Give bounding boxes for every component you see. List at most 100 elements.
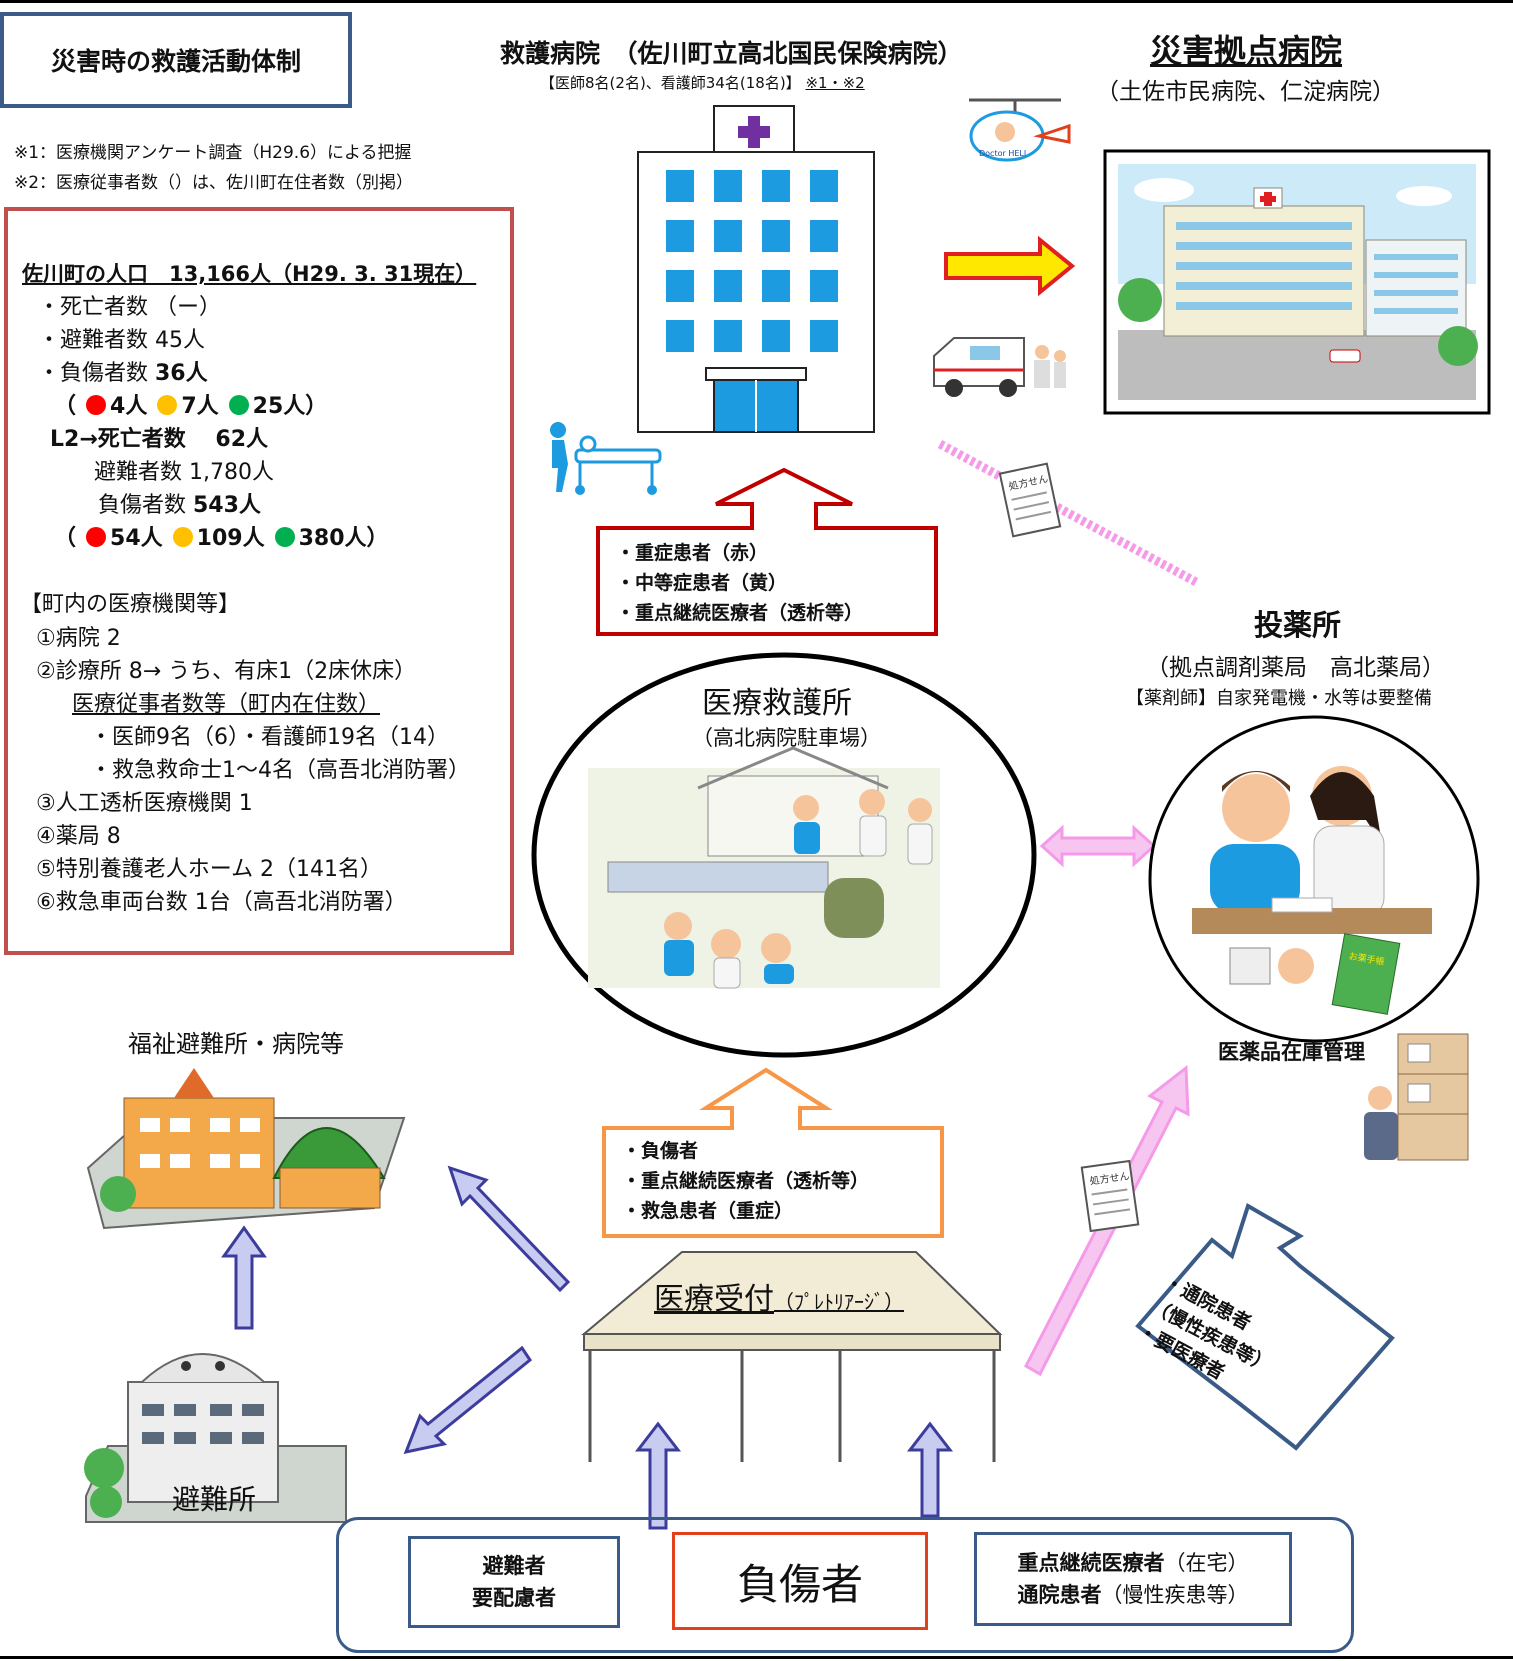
orange-box-item: ・重点継続医療者（透析等） xyxy=(622,1170,870,1192)
helicopter-icon: Doctor HELI xyxy=(969,98,1071,162)
paren-open: （ xyxy=(54,526,77,551)
injured-value: 36人 xyxy=(155,361,208,386)
injured-line: ・負傷者数 36人 xyxy=(38,355,208,387)
prescription-icon: 処方せん xyxy=(998,462,1062,538)
note-2: ※2：医療従事者数（）は、佐川町在住者数（別掲） xyxy=(14,173,414,193)
aid-station-subtitle: （高北病院駐車場） xyxy=(692,726,881,750)
facilities-heading: 【町内の医療機関等】 xyxy=(20,592,241,617)
stretcher-icon xyxy=(550,422,662,495)
yellow-count: 109人 xyxy=(196,526,265,551)
shelter-label: 避難所 xyxy=(172,1483,257,1516)
yellow-count: 7人 xyxy=(181,394,219,419)
care-needed-label: 要配慮者 xyxy=(472,1586,556,1610)
orange-box-item: ・負傷者 xyxy=(622,1140,699,1162)
green-dot-icon xyxy=(274,527,295,547)
red-dot-icon xyxy=(86,527,107,547)
facility-item: ①病院 2 xyxy=(36,626,121,651)
aid-station-ellipse xyxy=(531,652,1037,1058)
evacuees-label: 避難者 xyxy=(482,1554,546,1578)
deaths-line: ・死亡者数 （ー） xyxy=(38,295,221,320)
red-box-item: ・中等症患者（黄） xyxy=(616,572,788,594)
bottom-group xyxy=(336,1517,1354,1653)
l2-evacuees: 避難者数 1,780人 xyxy=(94,460,274,485)
page-title-text: 災害時の救護活動体制 xyxy=(50,47,301,76)
injured-breakdown: （ 4人 7人 25人） xyxy=(54,388,327,420)
l2-breakdown: （ 54人 109人 380人） xyxy=(54,520,389,552)
top-border xyxy=(0,0,1513,3)
ambulance-icon xyxy=(933,337,1066,397)
disaster-hospital-image xyxy=(1103,149,1491,415)
disaster-hospital-title: 災害拠点病院 xyxy=(1150,32,1343,70)
green-count: 25人 xyxy=(252,394,306,419)
red-box-item: ・重症患者（赤） xyxy=(616,542,769,564)
paren-open: （ xyxy=(54,394,77,419)
hospital-building-icon xyxy=(637,105,875,433)
heli-label: Doctor HELI xyxy=(979,149,1026,158)
pharmacy-title: 投薬所 xyxy=(1254,608,1342,642)
pharmacy-ellipse: お薬手帳 xyxy=(1148,715,1480,1043)
disaster-hospital-subtitle: （土佐市民病院、仁淀病院） xyxy=(1096,79,1395,105)
population-heading: 佐川町の人口 13,166人（H29. 3. 31現在） xyxy=(22,262,477,286)
welfare-building-icon xyxy=(86,1068,406,1230)
continuing-care-plain: （在宅） xyxy=(1164,1551,1249,1575)
facility-item: ④薬局 8 xyxy=(36,824,121,849)
facility-item: ・救急救命士1～4名（高吾北消防署） xyxy=(90,758,470,783)
orange-arrow-box xyxy=(602,1067,944,1238)
evacuees-box: 避難者 要配慮者 xyxy=(408,1536,620,1628)
bottom-up-arrow-2 xyxy=(906,1421,954,1518)
red-box-list: ・重症患者（赤） ・中等症患者（黄） ・重点継続医療者（透析等） xyxy=(616,538,863,628)
bottom-border xyxy=(0,1656,1513,1659)
facility-item: ②診療所 8→ うち、有床1（2床休床） xyxy=(36,659,417,684)
l2-deaths: L2→死亡者数 62人 xyxy=(50,421,268,453)
yellow-dot-icon xyxy=(157,395,178,415)
continuing-care-line: 重点継続医療者（在宅） xyxy=(1018,1547,1249,1579)
rescue-hospital-staff: 【医師8名(2名)、看護師34名(18名)】 ※1・※2 xyxy=(540,72,865,93)
red-count: 4人 xyxy=(110,394,148,419)
shelter-to-welfare-arrow xyxy=(221,1225,267,1330)
bottom-up-arrow-1 xyxy=(634,1421,682,1530)
triage-sub: （ﾌﾟﾚﾄﾘｱｰｼﾞ） xyxy=(774,1290,904,1314)
pharmacy-note: 【薬剤師】自家発電機・水等は要整備 xyxy=(1126,688,1432,709)
population-box xyxy=(4,207,514,955)
red-count: 54人 xyxy=(110,526,163,551)
l2-injured-label: 負傷者数 xyxy=(98,493,193,518)
l2-injured-value: 543人 xyxy=(193,493,261,518)
outpatient-bold: 通院患者 xyxy=(1017,1583,1102,1607)
page-title: 災害時の救護活動体制 xyxy=(0,12,352,108)
paren-close: ） xyxy=(305,394,328,419)
note-1: ※1：医療機関アンケート調査（H29.6）による把握 xyxy=(14,143,412,163)
facility-item: ・医師9名（6）・看護師19名（14） xyxy=(90,725,449,750)
continuing-care-box: 重点継続医療者（在宅） 通院患者（慢性疾患等） xyxy=(974,1532,1292,1626)
staff-text: 【医師8名(2名)、看護師34名(18名)】 xyxy=(540,74,801,92)
red-box-item: ・重点継続医療者（透析等） xyxy=(616,602,864,624)
paren-close: ） xyxy=(366,526,389,551)
navy-arrow-box xyxy=(1135,1203,1395,1451)
aid-station-title: 医療救護所 xyxy=(702,686,852,721)
facility-item: ③人工透析医療機関 1 xyxy=(36,791,253,816)
facility-item: ⑤特別養護老人ホーム 2（141名） xyxy=(36,857,383,882)
injured-label: 負傷者 xyxy=(736,1559,863,1609)
injured-box: 負傷者 xyxy=(672,1532,928,1630)
orange-box-item: ・救急患者（重症） xyxy=(622,1200,794,1222)
facility-staff-heading: 医療従事者数等（町内在住数） xyxy=(72,692,381,717)
orange-box-list: ・負傷者 ・重点継続医療者（透析等） ・救急患者（重症） xyxy=(622,1136,869,1226)
evacuees-line: ・避難者数 45人 xyxy=(38,328,205,353)
yellow-dot-icon xyxy=(172,527,193,547)
l2-injured: 負傷者数 543人 xyxy=(98,487,261,519)
rescue-hospital-title: 救護病院 （佐川町立高北国民保険病院） xyxy=(500,39,963,68)
refs-text: ※1・※2 xyxy=(805,74,865,92)
continuing-care-bold: 重点継続医療者 xyxy=(1017,1551,1165,1575)
l2-deaths-text: L2→死亡者数 62人 xyxy=(50,427,269,452)
stock-boxes-icon xyxy=(1364,1033,1469,1161)
facility-item: ⑥救急車両台数 1台（高吾北消防署） xyxy=(36,890,407,915)
triage-to-shelter-arrow xyxy=(403,1345,533,1455)
outpatient-line: 通院患者（慢性疾患等） xyxy=(1018,1579,1249,1611)
welfare-title: 福祉避難所・病院等 xyxy=(128,1030,344,1058)
notes: ※1：医療機関アンケート調査（H29.6）による把握 ※2：医療従事者数（）は、… xyxy=(14,138,413,198)
shelter-building-icon xyxy=(84,1353,347,1523)
red-arrow-box xyxy=(596,467,938,636)
pink-dotted-line xyxy=(937,440,1199,586)
prescription-icon: 処方せん xyxy=(1080,1159,1140,1233)
green-count: 380人 xyxy=(298,526,367,551)
yellow-arrow xyxy=(944,235,1076,297)
